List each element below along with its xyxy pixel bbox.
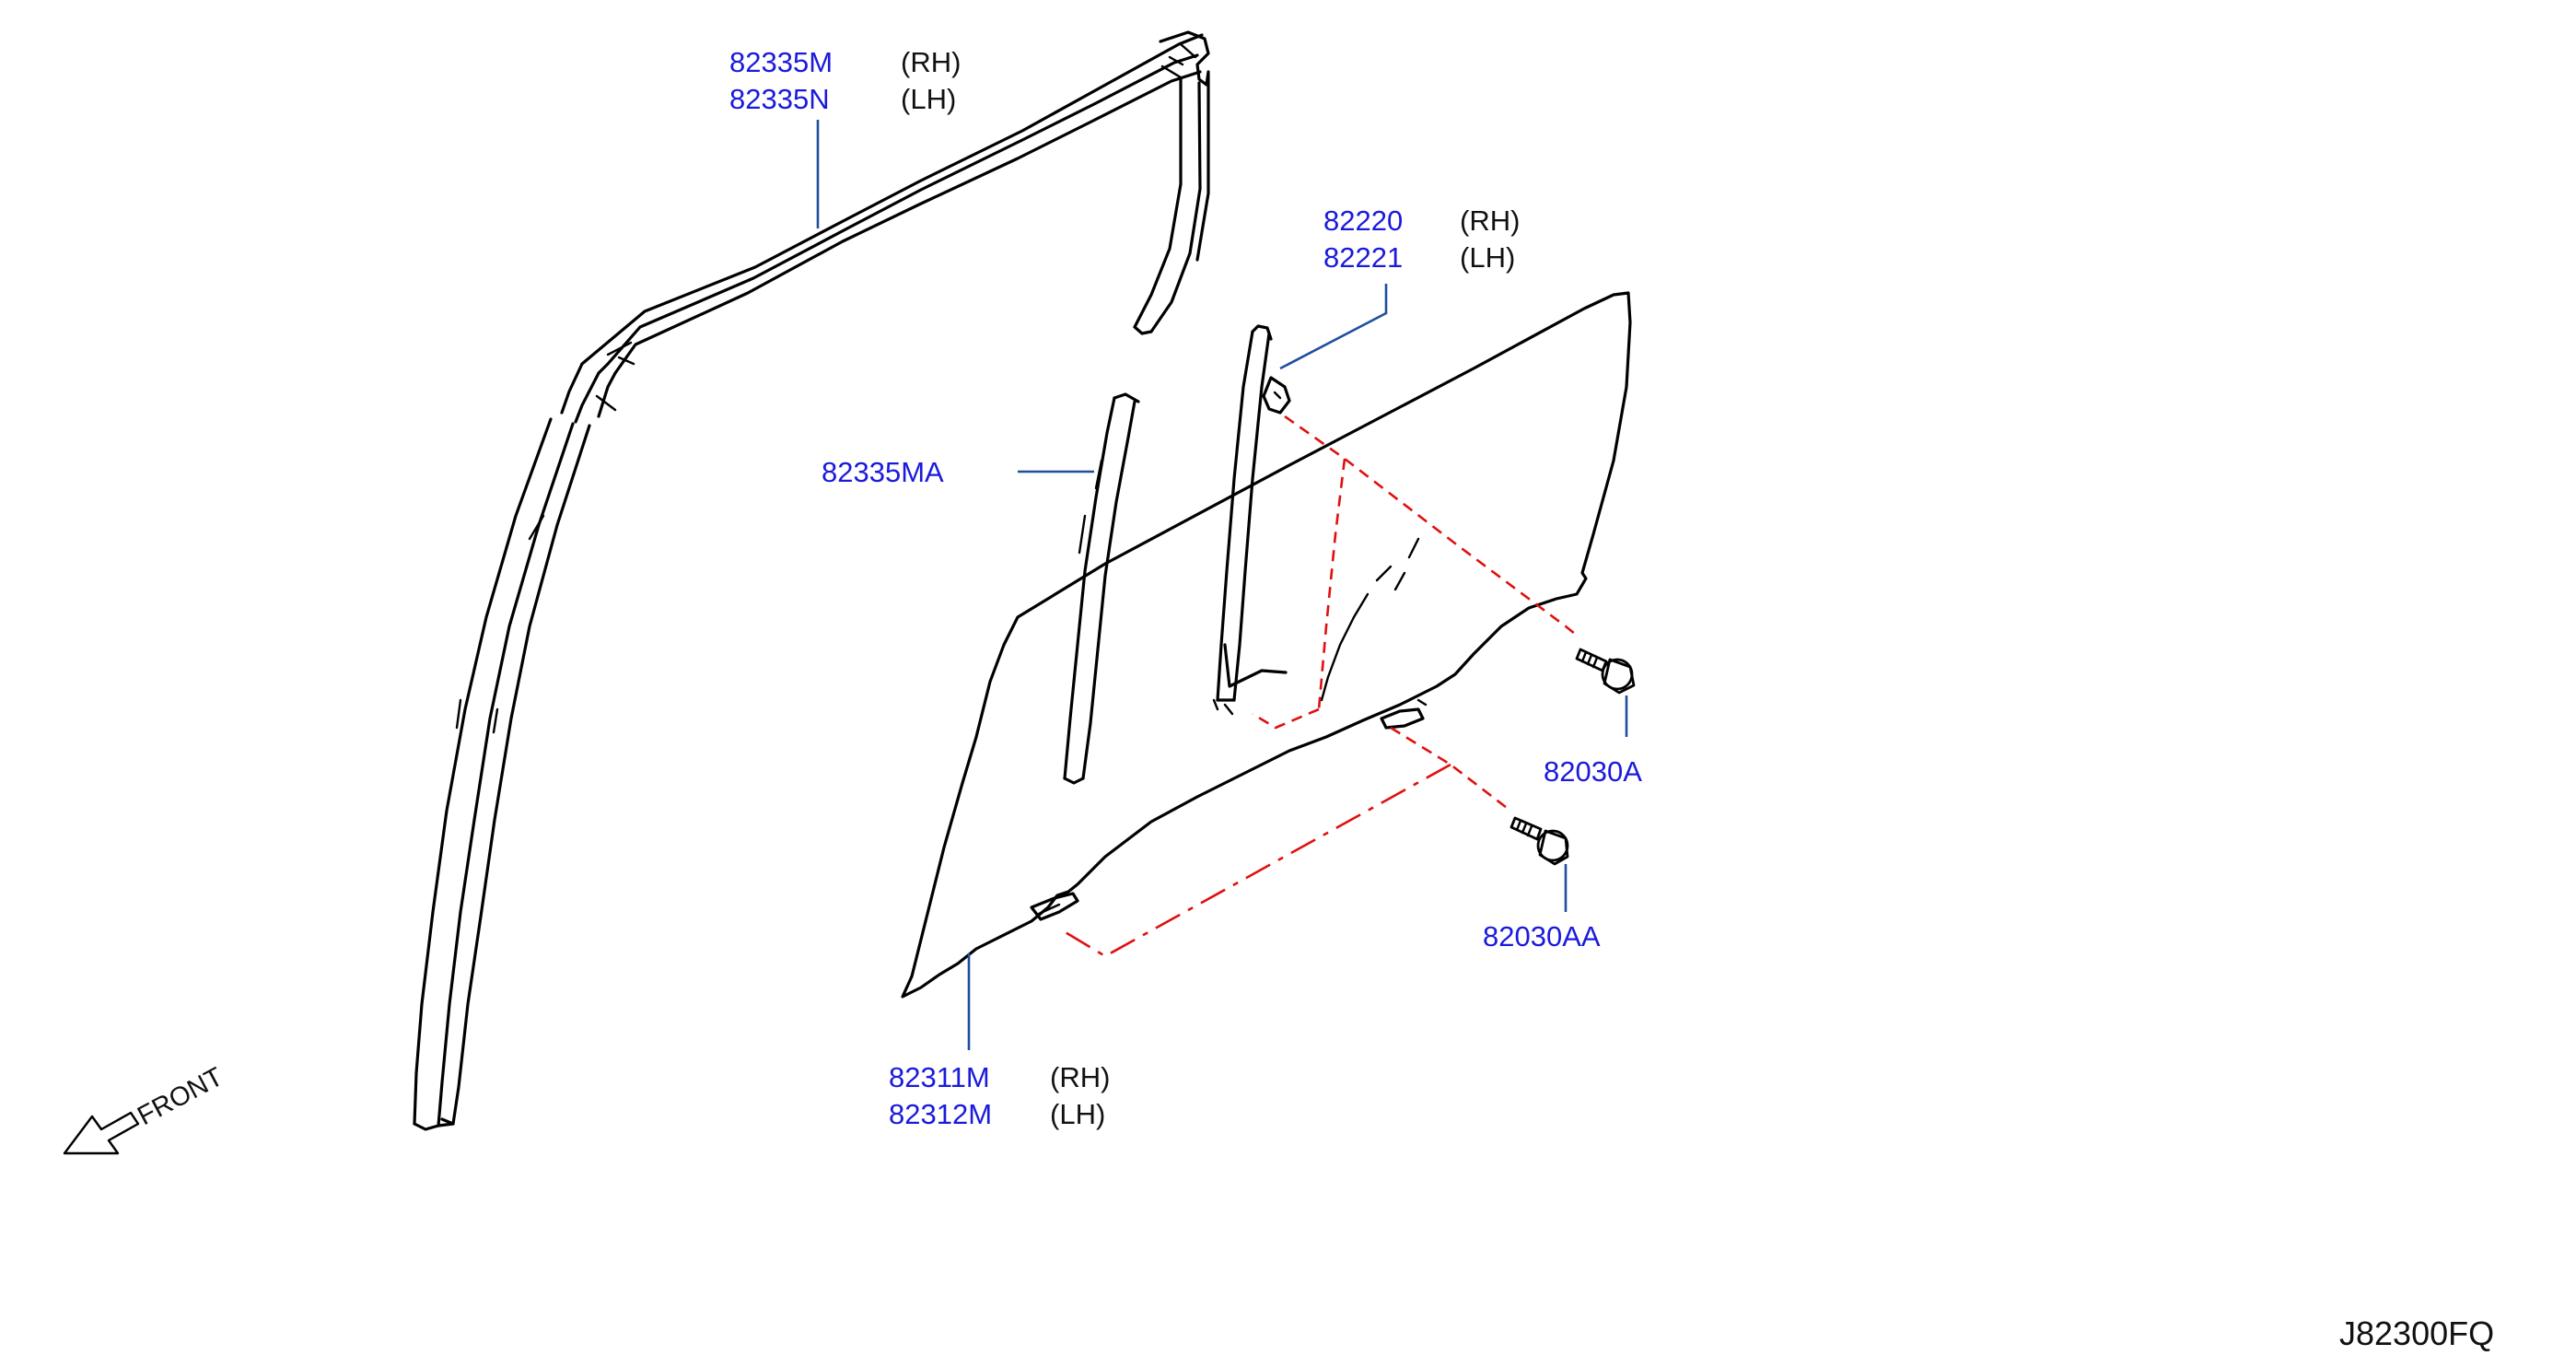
callout-sash-top: 82335M (RH) 82335N (LH) — [729, 46, 961, 115]
side-label-lh: (LH) — [1050, 1098, 1105, 1130]
callout-channel: 82220 (RH) 82221 (LH) — [1323, 204, 1520, 274]
leader-channel — [1279, 284, 1388, 370]
callout-bolt-a: 82030A — [1544, 755, 1642, 788]
division-bar-sash — [1063, 392, 1140, 785]
front-label: FRONT — [133, 1062, 227, 1131]
part-number-82220: 82220 — [1323, 204, 1403, 237]
diagram-reference-code: J82300FQ — [2339, 1314, 2494, 1352]
bolt-82030a — [1575, 648, 1636, 695]
part-number-82312m: 82312M — [889, 1098, 992, 1130]
part-number-82030aa: 82030AA — [1483, 920, 1601, 952]
installation-reference-lines — [1058, 415, 1576, 958]
part-number-82221: 82221 — [1323, 241, 1403, 274]
part-number-82335ma: 82335MA — [822, 456, 944, 488]
callout-bolt-aa: 82030AA — [1483, 920, 1601, 952]
bolt-82030aa — [1509, 816, 1569, 866]
side-label-lh: (LH) — [1460, 241, 1515, 274]
side-label-rh: (RH) — [1460, 204, 1520, 237]
front-direction-indicator: FRONT — [63, 1062, 228, 1155]
rear-sash-upright — [1133, 72, 1210, 335]
part-number-82335n: 82335N — [729, 83, 830, 115]
side-label-rh: (RH) — [901, 46, 961, 78]
part-number-82030a: 82030A — [1544, 755, 1642, 788]
front-arrow-icon — [63, 1111, 140, 1155]
callout-sash-rear: 82335MA — [822, 456, 944, 488]
part-number-82311m: 82311M — [889, 1061, 990, 1093]
door-glass — [901, 291, 1632, 999]
side-label-lh: (LH) — [901, 83, 956, 115]
part-number-82335m: 82335M — [729, 46, 833, 78]
side-label-rh: (RH) — [1050, 1061, 1110, 1093]
callout-glass: 82311M (RH) 82312M (LH) — [889, 1061, 1110, 1130]
callout-leader-lines — [816, 120, 1628, 1050]
door-sash-glass-run — [413, 30, 1210, 1131]
rear-glass-channel — [1212, 324, 1291, 716]
